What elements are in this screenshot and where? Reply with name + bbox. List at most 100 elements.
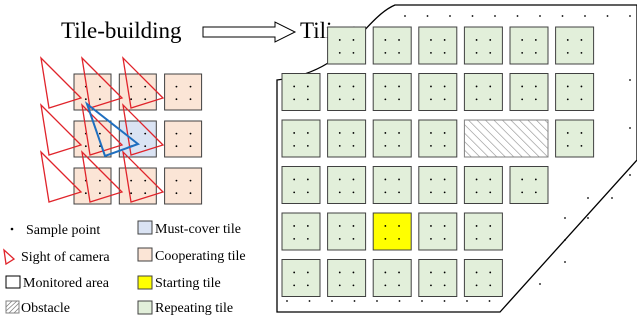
sample-point — [587, 197, 589, 199]
sample-point — [629, 15, 631, 17]
sample-point-icon — [10, 227, 14, 231]
repeating-tile — [418, 166, 458, 204]
repeating-tile — [372, 166, 412, 204]
repeating-tile — [372, 119, 412, 158]
sample-point — [466, 300, 468, 302]
sample-point — [449, 15, 451, 17]
sample-point — [564, 261, 566, 263]
starting-tile — [372, 212, 412, 251]
legend-cooperating-label: Cooperating tile — [155, 249, 246, 264]
camera-sight-red — [122, 56, 165, 109]
repeating-tile — [555, 119, 595, 158]
sample-point — [471, 15, 474, 17]
sample-point — [376, 300, 378, 302]
sample-point — [564, 239, 566, 241]
repeating-icon — [137, 300, 153, 315]
sample-point — [561, 15, 564, 17]
repeating-tile — [509, 73, 549, 111]
camera-sight-red — [40, 56, 83, 109]
cooperating-tile — [118, 167, 157, 205]
repeating-tile — [463, 166, 503, 204]
repeating-tile — [418, 119, 458, 158]
starting-icon — [137, 275, 153, 290]
sample-point — [494, 15, 496, 17]
camera-sight-red — [40, 103, 83, 156]
repeating-tile — [509, 26, 549, 65]
repeating-tile — [327, 166, 367, 204]
sample-point — [426, 15, 429, 17]
sample-point — [404, 15, 406, 17]
sample-point — [611, 197, 613, 199]
camera-sights — [40, 56, 165, 203]
camera-sight-red — [122, 103, 165, 156]
repeating-tile — [463, 212, 503, 251]
camera-sight-red — [81, 150, 124, 203]
legend: Sample point Sight of camera Monitored a… — [3, 220, 246, 316]
repeating-tile — [418, 259, 458, 297]
sample-point — [443, 300, 446, 302]
tile-building-grid — [73, 73, 203, 205]
sample-point — [564, 217, 566, 219]
repeating-tile — [327, 119, 367, 158]
sample-point — [331, 300, 333, 302]
repeating-tile — [327, 73, 367, 111]
legend-repeating-label: Repeating tile — [155, 301, 233, 316]
sample-point — [488, 300, 491, 302]
repeating-tile — [555, 26, 595, 65]
transition-arrow — [202, 21, 297, 43]
cooperating-icon — [137, 247, 153, 262]
repeating-tile — [372, 26, 412, 65]
must-cover-icon — [137, 220, 153, 235]
repeating-tile — [372, 259, 412, 297]
monitored-area-points — [286, 15, 631, 302]
sample-point — [398, 300, 401, 302]
repeating-tile — [281, 166, 321, 204]
must-cover-tile — [118, 120, 157, 158]
cooperating-tile — [164, 73, 203, 111]
legend-obstacle-label: Obstacle — [21, 301, 70, 316]
legend-monitored-area-label: Monitored area — [23, 276, 110, 291]
repeating-tile — [509, 166, 549, 204]
repeating-tile — [418, 212, 458, 251]
tiling-grid — [281, 26, 595, 297]
sample-point — [587, 217, 589, 219]
cooperating-tile — [164, 120, 203, 158]
obstacle-icon — [5, 300, 20, 314]
camera-sight-icon — [3, 248, 16, 266]
camera-sight-red — [81, 103, 124, 156]
sample-point — [606, 15, 609, 17]
repeating-tile — [418, 73, 458, 111]
repeating-tile — [372, 73, 412, 111]
sample-point — [584, 15, 586, 17]
cooperating-tile — [73, 120, 112, 158]
camera-sight-red — [81, 56, 124, 109]
repeating-tile — [418, 26, 458, 65]
sample-point — [353, 300, 356, 302]
sample-point — [629, 79, 631, 81]
camera-sight-red — [40, 150, 83, 203]
sample-point — [539, 283, 541, 285]
sample-point — [629, 127, 631, 129]
cooperating-tile — [164, 167, 203, 205]
repeating-tile — [281, 259, 321, 297]
sample-point — [629, 174, 631, 176]
repeating-tile — [327, 26, 367, 65]
cooperating-tile — [118, 73, 157, 111]
sample-point — [308, 300, 311, 302]
legend-camera-sight-label: Sight of camera — [21, 250, 110, 265]
cooperating-tile — [73, 167, 112, 205]
repeating-tile — [327, 212, 367, 251]
cooperating-tile — [73, 73, 112, 111]
legend-sample-point-label: Sample point — [26, 223, 100, 238]
camera-sight-red — [122, 150, 165, 203]
sample-point — [286, 300, 288, 302]
repeating-tile — [555, 73, 595, 111]
legend-starting-label: Starting tile — [155, 276, 221, 291]
legend-must-cover-label: Must-cover tile — [155, 222, 241, 237]
repeating-tile — [463, 259, 503, 297]
repeating-tile — [281, 119, 321, 158]
repeating-tile — [281, 73, 321, 111]
sample-point — [421, 300, 423, 302]
camera-sight-blue — [84, 101, 141, 158]
